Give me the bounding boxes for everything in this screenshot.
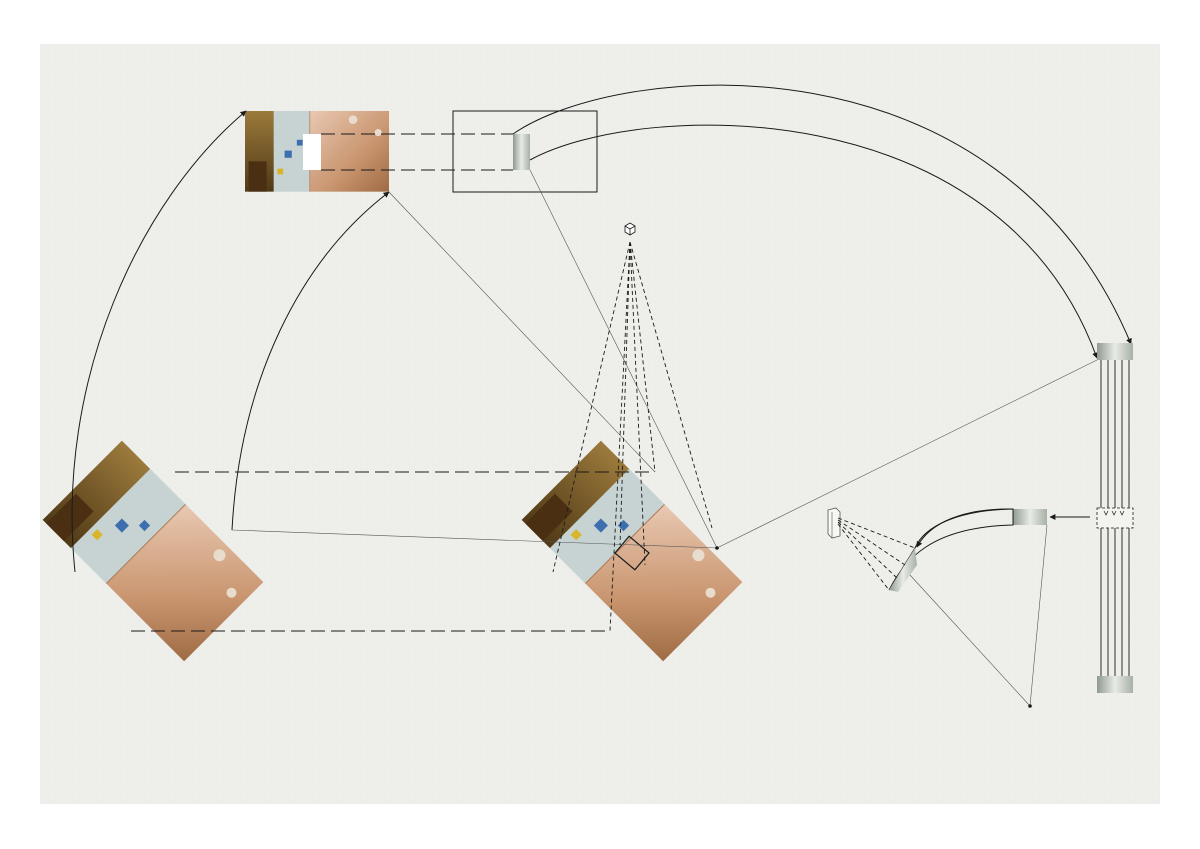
screen-arc-arrow — [916, 508, 1014, 548]
thin-line-a — [388, 191, 656, 473]
projector-device — [827, 507, 841, 539]
arc-left-inner — [231, 191, 390, 531]
thin-line-e — [1029, 524, 1048, 707]
arc-upper — [512, 84, 1132, 345]
arc-left-outer — [71, 110, 247, 573]
thin-line-c — [231, 529, 718, 549]
strip-selector — [1096, 507, 1134, 529]
junction-point — [715, 546, 719, 550]
screen-source-tile — [1013, 509, 1047, 525]
thin-line-d — [716, 359, 1098, 549]
crop-slice — [513, 134, 530, 170]
thin-line-b — [529, 169, 718, 549]
crop-frame — [452, 110, 598, 193]
thin-line-f — [909, 574, 1031, 707]
viewpoint-cube — [624, 222, 636, 236]
strip-tile-top — [1097, 343, 1133, 360]
paper-sheet — [40, 44, 1160, 804]
room-photo-top — [244, 110, 390, 192]
curved-screen — [888, 508, 1014, 591]
vertical-strip-column — [1096, 343, 1134, 693]
projection-cone — [552, 241, 713, 632]
screen-panel — [889, 548, 917, 592]
lower-point — [1028, 704, 1032, 708]
strip-tile-bottom — [1097, 676, 1133, 693]
arc-lower — [529, 124, 1098, 359]
crop-highlight — [303, 134, 321, 170]
